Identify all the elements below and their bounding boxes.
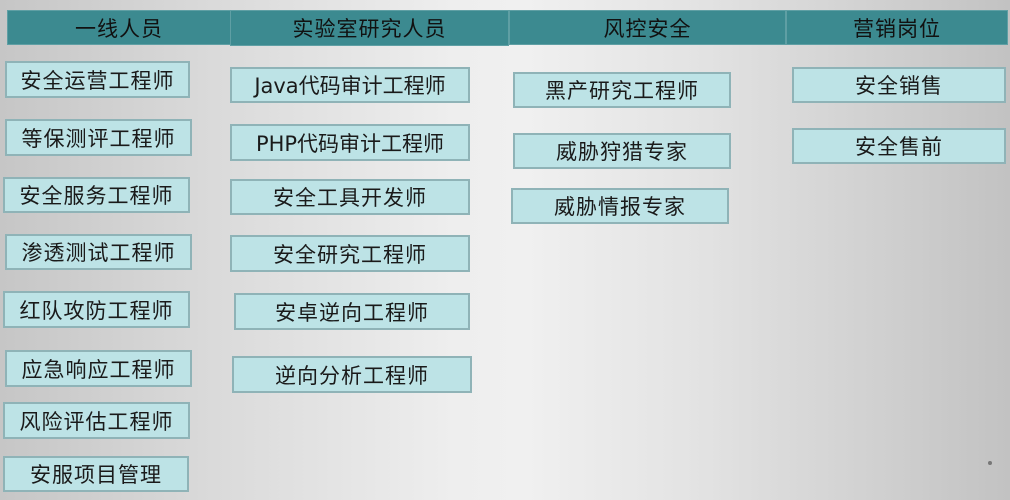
role-box: 逆向分析工程师 <box>232 356 472 393</box>
decorative-dot <box>988 461 992 465</box>
column-header-lab-research: 实验室研究人员 <box>230 10 509 46</box>
column-header-frontline: 一线人员 <box>7 10 231 45</box>
column-header-marketing: 营销岗位 <box>786 10 1008 45</box>
role-box: 安全销售 <box>792 67 1006 103</box>
role-box: 威胁狩猎专家 <box>513 133 731 169</box>
role-box: 安全运营工程师 <box>5 61 190 98</box>
role-box: 安服项目管理 <box>3 456 189 492</box>
role-box: 安全售前 <box>792 128 1006 164</box>
role-box: 风险评估工程师 <box>3 402 190 439</box>
role-box: 安全研究工程师 <box>230 235 470 272</box>
role-box: 安全服务工程师 <box>3 177 190 213</box>
role-box: PHP代码审计工程师 <box>230 124 470 161</box>
role-box: 威胁情报专家 <box>511 188 729 224</box>
role-box: 应急响应工程师 <box>5 350 192 387</box>
role-box: 黑产研究工程师 <box>513 72 731 108</box>
role-box: 渗透测试工程师 <box>5 234 192 270</box>
role-box: 等保测评工程师 <box>5 119 192 156</box>
role-box: 安全工具开发师 <box>230 179 470 215</box>
column-header-risk-control: 风控安全 <box>509 10 786 45</box>
role-box: 红队攻防工程师 <box>3 291 190 328</box>
role-box: Java代码审计工程师 <box>230 67 470 103</box>
role-box: 安卓逆向工程师 <box>234 293 470 330</box>
